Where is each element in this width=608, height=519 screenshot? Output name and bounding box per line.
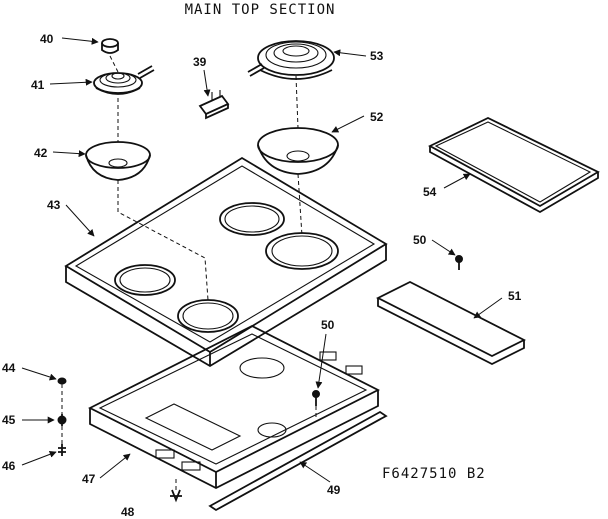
surface-element-small-41 [93,65,155,95]
drip-bowl-large-52 [257,127,339,175]
screw-50-top [455,255,463,270]
clip-48 [170,489,182,503]
callout-45: 45 [2,413,16,427]
callout-53: 53 [370,49,384,63]
callout-50-lower: 50 [321,318,335,332]
drip-bowl-small-42 [85,141,151,181]
bottom-pan-47 [88,324,380,490]
callout-46: 46 [2,459,16,473]
callout-48: 48 [121,505,135,519]
terminal-block-39 [198,90,230,120]
trim-strip-49 [208,410,388,512]
hardware-46 [58,444,66,456]
screw-50-lower [312,390,320,406]
callout-47: 47 [82,472,96,486]
hardware-44 [57,377,67,385]
callout-44: 44 [2,361,16,375]
callout-52: 52 [370,110,384,124]
callout-39: 39 [193,55,207,69]
surface-element-large-53 [247,40,335,80]
hardware-45 [57,414,67,426]
callout-54: 54 [423,185,437,199]
assembly-lines [61,55,317,490]
callout-43: 43 [47,198,61,212]
callout-42: 42 [34,146,48,160]
diagram-title: MAIN TOP SECTION [184,2,336,18]
callout-49: 49 [327,483,341,497]
callout-40: 40 [40,32,54,46]
leader-arrows [21,37,503,483]
knob-40 [101,38,119,54]
panel-54 [428,116,600,214]
callout-41: 41 [31,78,45,92]
callout-50-top: 50 [413,233,427,247]
drawing-code: F6427510 B2 [382,466,486,482]
main-top-43 [64,156,388,368]
callout-51: 51 [508,289,522,303]
bracket-51 [376,280,526,366]
